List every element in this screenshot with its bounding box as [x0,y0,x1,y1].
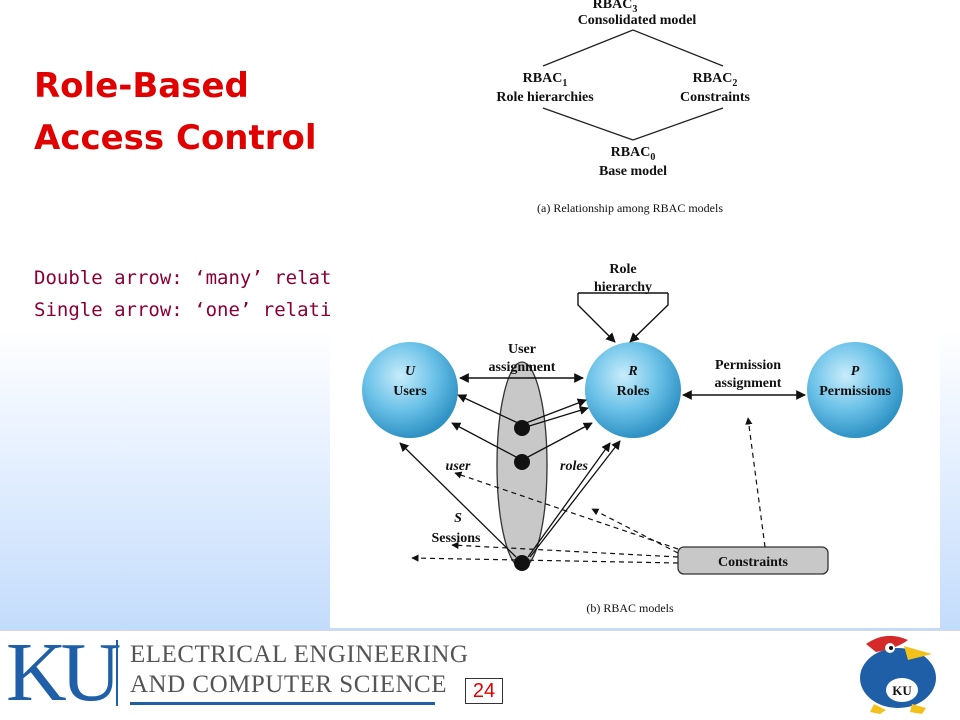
session1-roles-arrow-a [525,398,587,424]
roles-label: Roles [617,384,650,399]
permission-assignment-label-2: assignment [715,376,782,391]
department-name: ELECTRICAL ENGINEERING AND COMPUTER SCIE… [130,640,469,700]
edge-left-bottom [542,107,634,141]
session-dot-1 [514,420,530,436]
constraint-to-sessions-a [451,541,679,558]
role-hierarchy-arrow-left [577,293,616,343]
sessions-label: Sessions [431,531,481,546]
constraint-to-permission-assignment [745,417,766,548]
logo-divider [116,640,118,706]
figure-a-panel: RBAC3 Consolidated model RBAC1 Role hier… [475,0,775,225]
constraints-label: Constraints [718,555,789,570]
edge-right-bottom [632,107,724,141]
ku-logo: KU [6,626,121,719]
users-circle [362,342,458,438]
department-line-1: ELECTRICAL ENGINEERING [130,641,469,668]
jayhawk-mascot-icon: KU [860,635,936,714]
rbac-models-diagram: Role hierarchy User assignment Permissio… [362,262,903,615]
rbac2-name: Constraints [680,90,751,105]
session3-user-arrow [399,442,517,558]
rbac0-name: Base model [599,164,667,179]
session1-roles-arrow-b [525,406,589,428]
jayhawk-ku-text: KU [892,683,912,698]
rbac2-label: RBAC2 [693,71,738,89]
constraint-to-user-fn [454,471,679,550]
department-underline [130,702,435,705]
legend-single-arrow: Single arrow: ‘one’ relationship [34,299,401,321]
sessions-letter: S [454,511,462,526]
edge-top-right [632,29,724,67]
session3-roles-arrow-b [529,440,621,558]
constraint-to-roles-fn [591,508,679,554]
session-dot-2 [514,454,530,470]
permissions-label: Permissions [819,384,891,399]
slide-title: Role-Based Access Control [34,60,317,164]
rbac3-label: RBAC3 [593,0,638,15]
user-function-label: user [446,459,471,474]
role-hierarchy-arrow-right [629,293,669,343]
rbac3-name: Consolidated model [578,13,697,28]
session3-roles-arrow-a [527,442,611,558]
constraints-box [677,546,829,575]
legend-double-arrow: Double arrow: ‘many’ relationship [34,267,412,289]
figure-a-caption: (a) Relationship among RBAC models [537,201,723,215]
user-assignment-label-2: assignment [489,360,556,375]
roles-circle [585,342,681,438]
rbac0-label: RBAC0 [611,145,656,163]
footer-divider [0,630,960,631]
session2-roles-arrow [525,422,593,459]
rbac-model-lattice: RBAC3 Consolidated model RBAC1 Role hier… [496,0,751,215]
figure-b-panel: Role hierarchy User assignment Permissio… [330,245,940,628]
user-assignment-label-1: User [508,342,536,357]
figure-b-caption: (b) RBAC models [586,601,674,615]
arrow-legend: Double arrow: ‘many’ relationship Single… [34,262,412,326]
role-hierarchy-label-2: hierarchy [594,280,652,295]
permissions-letter: P [851,364,860,379]
rbac1-name: Role hierarchies [496,90,594,105]
session-dot-3 [514,555,530,571]
title-line-2: Access Control [34,118,317,158]
edge-top-left [542,29,634,67]
users-label: Users [393,384,427,399]
constraint-to-sessions-b [411,554,679,564]
permissions-circle [807,342,903,438]
session1-user-arrow [457,394,519,424]
roles-function-label: roles [560,459,589,474]
session2-user-arrow [451,422,519,459]
users-letter: U [405,364,416,379]
permission-assignment-label-1: Permission [715,358,781,373]
role-hierarchy-label-1: Role [609,262,636,277]
rbac1-label: RBAC1 [523,71,568,89]
title-line-1: Role-Based [34,66,249,106]
page-number: 24 [465,678,503,704]
roles-letter: R [627,364,637,379]
department-line-2: AND COMPUTER SCIENCE [130,671,447,698]
